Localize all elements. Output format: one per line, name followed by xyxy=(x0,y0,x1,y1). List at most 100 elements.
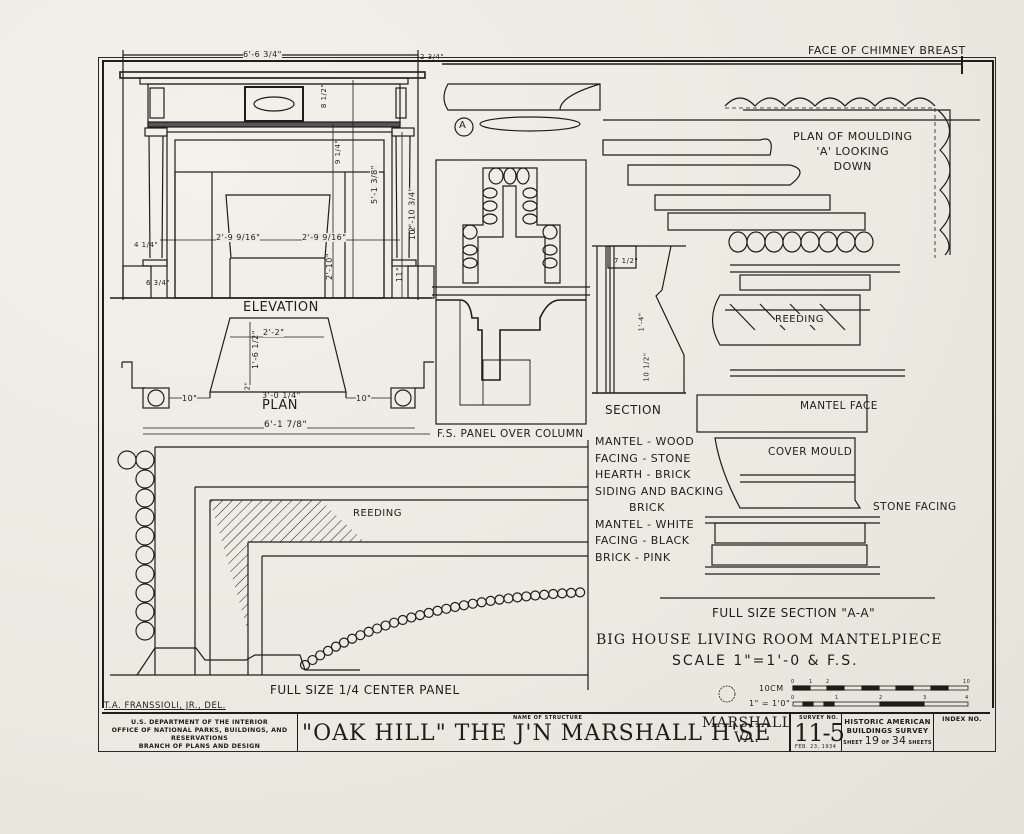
dim-section-mid: 1'-4" xyxy=(637,312,646,332)
dim-overall-plan: 6'-1 7/8" xyxy=(264,420,308,430)
delineator-credit: T.A. FRANSSIOLI, JR., DEL. xyxy=(104,701,226,711)
reeding-label-section: REEDING xyxy=(775,314,824,325)
index-no-cell: INDEX NO. xyxy=(934,714,990,752)
dim-hearth-depth: 1'-6 1/2" xyxy=(250,330,260,369)
scale-text: SCALE 1"=1'-0 & F.S. xyxy=(672,653,859,669)
moulding-plan-line: PLAN OF MOULDING xyxy=(793,130,913,143)
dim-shelf-overhang: 2 3/4" xyxy=(420,53,445,61)
dim-section-bottom: 10 1/2" xyxy=(642,352,651,382)
dim-section-top: 7 1/2" xyxy=(614,257,639,265)
mantel-face-label: MANTEL FACE xyxy=(800,400,878,412)
dim-opening: 3'-0 1/4" xyxy=(262,391,301,400)
title-block: U.S. DEPARTMENT OF THE INTERIOR OFFICE O… xyxy=(102,712,990,752)
panel-over-column-title: F.S. PANEL OVER COLUMN xyxy=(437,428,584,440)
arc-bead xyxy=(539,589,550,600)
dim-hearth-lip: 2" xyxy=(243,381,252,391)
index-no-label: INDEX NO. xyxy=(942,716,982,723)
arc-bead xyxy=(512,592,523,603)
dim-plinth: 10" xyxy=(408,224,418,241)
moulding-marker: A xyxy=(459,120,467,131)
moulding-plan-label: PLAN OF MOULDING 'A' LOOKING DOWN xyxy=(793,129,913,174)
sheet-total: 34 xyxy=(891,734,907,747)
note-line: SIDING AND BACKING xyxy=(595,484,724,498)
note-line: HEARTH - BRICK xyxy=(595,468,691,481)
arc-bead-row xyxy=(299,587,586,671)
moulding-plan-drawing xyxy=(442,56,980,258)
arc-bead xyxy=(355,630,366,641)
dim-hearth-back: 2'-2" xyxy=(263,328,285,337)
arc-bead xyxy=(441,603,452,614)
arc-bead xyxy=(503,593,514,604)
material-notes: MANTEL - WOOD FACING - STONE HEARTH - BR… xyxy=(595,434,724,566)
dim-opening-height: 2'-10" xyxy=(325,252,335,281)
section-title: SECTION xyxy=(605,403,662,417)
arc-bead xyxy=(476,597,487,608)
note-line: FACING - BLACK xyxy=(595,534,690,547)
agency-cell: U.S. DEPARTMENT OF THE INTERIOR OFFICE O… xyxy=(102,714,298,752)
arc-bead xyxy=(414,609,426,621)
drawing-title: BIG HOUSE LIVING ROOM MANTELPIECE xyxy=(596,632,943,648)
arc-bead xyxy=(380,620,391,631)
note-line: FACING - STONE xyxy=(595,451,691,465)
stone-facing-label: STONE FACING xyxy=(873,501,957,513)
arc-bead xyxy=(338,637,350,648)
arc-bead xyxy=(307,654,318,666)
imperial-tick: 2 xyxy=(879,695,883,701)
dim-half-opening-right: 2'-9 9/16" xyxy=(302,233,347,242)
metric-tick: 10 xyxy=(963,679,971,685)
elevation-drawing xyxy=(110,50,435,300)
location-city: MARSHALL xyxy=(702,715,792,731)
survey-number-cell: SURVEY NO. 11-5 FEB. 23, 1934 xyxy=(790,714,845,752)
cover-mould-label: COVER MOULD xyxy=(768,446,853,458)
arc-bead xyxy=(347,633,358,644)
section-aa-drawing xyxy=(602,138,935,599)
arc-bead xyxy=(530,590,541,601)
arc-bead xyxy=(397,614,408,626)
arc-bead xyxy=(485,595,496,606)
panel-over-column-drawing xyxy=(432,159,590,425)
section-aa-title: FULL SIZE SECTION "A-A" xyxy=(712,606,876,620)
of-label: OF xyxy=(881,740,890,746)
reeding-label-panel: REEDING xyxy=(353,508,402,519)
structure-cell: NAME OF STRUCTURE "OAK HILL" THE J'N MAR… xyxy=(298,714,792,752)
imperial-tick: 4 xyxy=(965,695,969,701)
arc-bead xyxy=(322,645,334,656)
survey-title-line: HISTORIC AMERICAN xyxy=(844,718,931,726)
arc-bead xyxy=(450,601,461,613)
survey-date: FEB. 23, 1934 xyxy=(795,744,837,750)
imperial-tick: 1 xyxy=(835,695,839,701)
dim-column-width: 4 1/4" xyxy=(134,241,159,249)
sheet-border xyxy=(98,57,996,752)
agency-line: U.S. DEPARTMENT OF THE INTERIOR xyxy=(130,719,269,726)
dim-panel-height: 8 1/2" xyxy=(320,83,329,109)
sheet-count: SHEET 19 OF 34 SHEETS xyxy=(842,734,933,748)
dim-overall-width: 6'-6 3/4" xyxy=(243,50,282,59)
arc-bead xyxy=(467,598,478,609)
arc-bead xyxy=(406,612,417,623)
center-panel-drawing xyxy=(110,440,589,690)
arc-bead xyxy=(575,587,586,598)
moulding-plan-line: DOWN xyxy=(833,160,872,173)
survey-title-line: BUILDINGS SURVEY xyxy=(846,727,929,735)
drawing-border xyxy=(102,60,994,708)
dim-half-opening-left: 2'-9 9/16" xyxy=(216,233,261,242)
location: MARSHALL VA. xyxy=(702,716,792,746)
structure-name: "OAK HILL" THE J'N MARSHALL H'SE xyxy=(302,721,772,746)
plan-title: PLAN xyxy=(262,398,298,413)
note-line: MANTEL - WHITE xyxy=(595,517,695,531)
scale-bars xyxy=(718,685,969,707)
survey-no-label: SURVEY NO. xyxy=(799,715,839,721)
metric-tick: 0 xyxy=(791,679,795,685)
note-line: BRICK xyxy=(629,501,665,514)
location-state: VA. xyxy=(734,730,760,746)
sheets-label: SHEETS xyxy=(908,740,932,746)
arc-bead xyxy=(315,650,326,661)
arc-bead xyxy=(423,607,434,618)
dim-opening-top: 9 1/4" xyxy=(334,139,343,165)
metric-tick: 2 xyxy=(826,679,830,685)
arc-bead xyxy=(557,588,568,599)
arc-bead xyxy=(363,626,374,637)
imperial-tick: 3 xyxy=(923,695,927,701)
